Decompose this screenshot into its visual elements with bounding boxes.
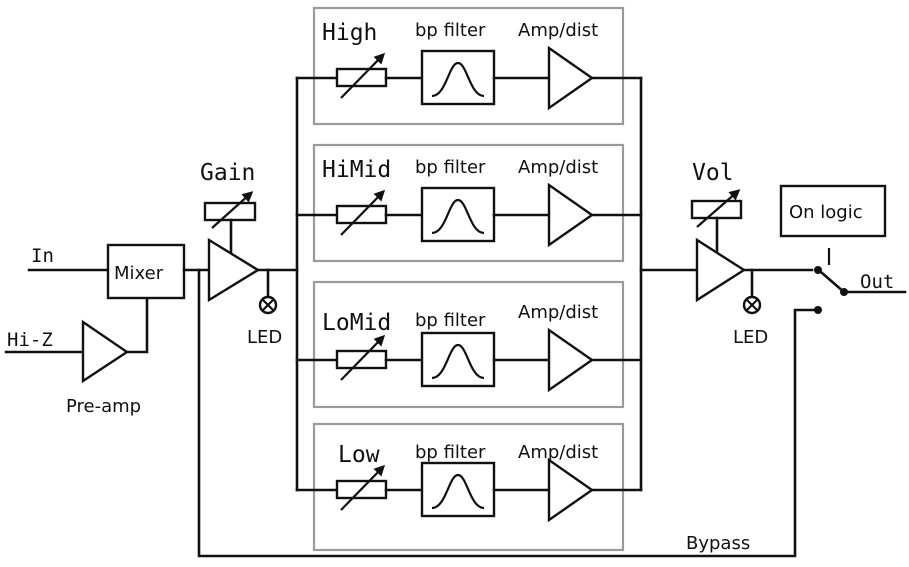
vol-label: Vol: [692, 160, 734, 186]
amp-triangle: [547, 182, 595, 248]
band-pot-arrow: [340, 189, 386, 236]
amp-triangle: [547, 45, 595, 111]
preamp-triangle: [81, 319, 130, 384]
filter-label: bp filter: [415, 442, 486, 463]
band-high: High bp filter Amp/dist: [295, 6, 643, 126]
input-section: In Hi-Z Pre-amp Mixer: [4, 243, 211, 417]
switch-contact-on: [814, 266, 822, 274]
amp-label: Amp/dist: [518, 157, 598, 178]
on-logic-label: On logic: [789, 202, 863, 223]
band-pot-arrow: [340, 52, 386, 99]
switch-lever: [820, 271, 846, 294]
band-himid: HiMid bp filter Amp/dist: [295, 143, 643, 263]
preamp-label: Pre-amp: [66, 396, 141, 417]
amp-triangle: [547, 457, 595, 523]
bandpass-curve-icon: [431, 343, 485, 380]
band-name: Low: [338, 442, 380, 468]
gain-stage: Gain LED: [200, 160, 299, 348]
bypass-wire: [197, 268, 816, 558]
band-lomid: LoMid bp filter Amp/dist: [295, 280, 643, 409]
mixer-box: [106, 243, 186, 300]
vol-led-label: LED: [733, 327, 768, 348]
vol-led-icon: [742, 295, 762, 315]
bypass-label: Bypass: [686, 533, 750, 554]
amp-label: Amp/dist: [518, 20, 598, 41]
mixer-label: Mixer: [114, 263, 164, 284]
preamp-to-mixer-wire: [125, 296, 149, 354]
gain-amp-triangle: [207, 237, 261, 303]
band-low: Low bp filter Amp/dist: [295, 422, 643, 552]
hiz-label: Hi-Z: [7, 329, 53, 351]
amp-label: Amp/dist: [518, 302, 598, 323]
output-switch: On logic Out: [779, 184, 907, 314]
gain-led-label: LED: [247, 327, 282, 348]
gain-pot-arrow: [211, 191, 254, 229]
switch-contact-bypass: [814, 306, 822, 314]
amp-triangle: [547, 327, 595, 393]
bandpass-curve-icon: [431, 198, 485, 235]
band-frame: [312, 280, 625, 409]
band-name: HiMid: [322, 157, 391, 183]
bandpass-curve-icon: [431, 61, 485, 98]
gain-led-icon: [258, 295, 278, 315]
band-pot-arrow: [340, 334, 386, 381]
band-name: High: [322, 20, 377, 46]
out-label: Out: [860, 271, 894, 293]
filter-label: bp filter: [415, 310, 486, 331]
band-pot-arrow: [340, 464, 386, 511]
band-name: LoMid: [322, 310, 391, 336]
vol-pot-arrow: [696, 189, 741, 228]
band-frame: [312, 6, 625, 126]
bypass-path: Bypass: [197, 268, 816, 558]
in-label: In: [31, 245, 54, 267]
filter-label: bp filter: [415, 20, 486, 41]
band-frame: [312, 143, 625, 263]
amp-label: Amp/dist: [518, 442, 598, 463]
on-logic-box: [779, 184, 887, 238]
volume-stage: Vol LED: [639, 160, 814, 348]
bandpass-curve-icon: [431, 473, 485, 510]
band-bus: [295, 76, 643, 492]
band-frame: [312, 422, 625, 552]
gain-label: Gain: [200, 160, 255, 186]
vol-amp-triangle: [695, 237, 747, 303]
filter-label: bp filter: [415, 157, 486, 178]
